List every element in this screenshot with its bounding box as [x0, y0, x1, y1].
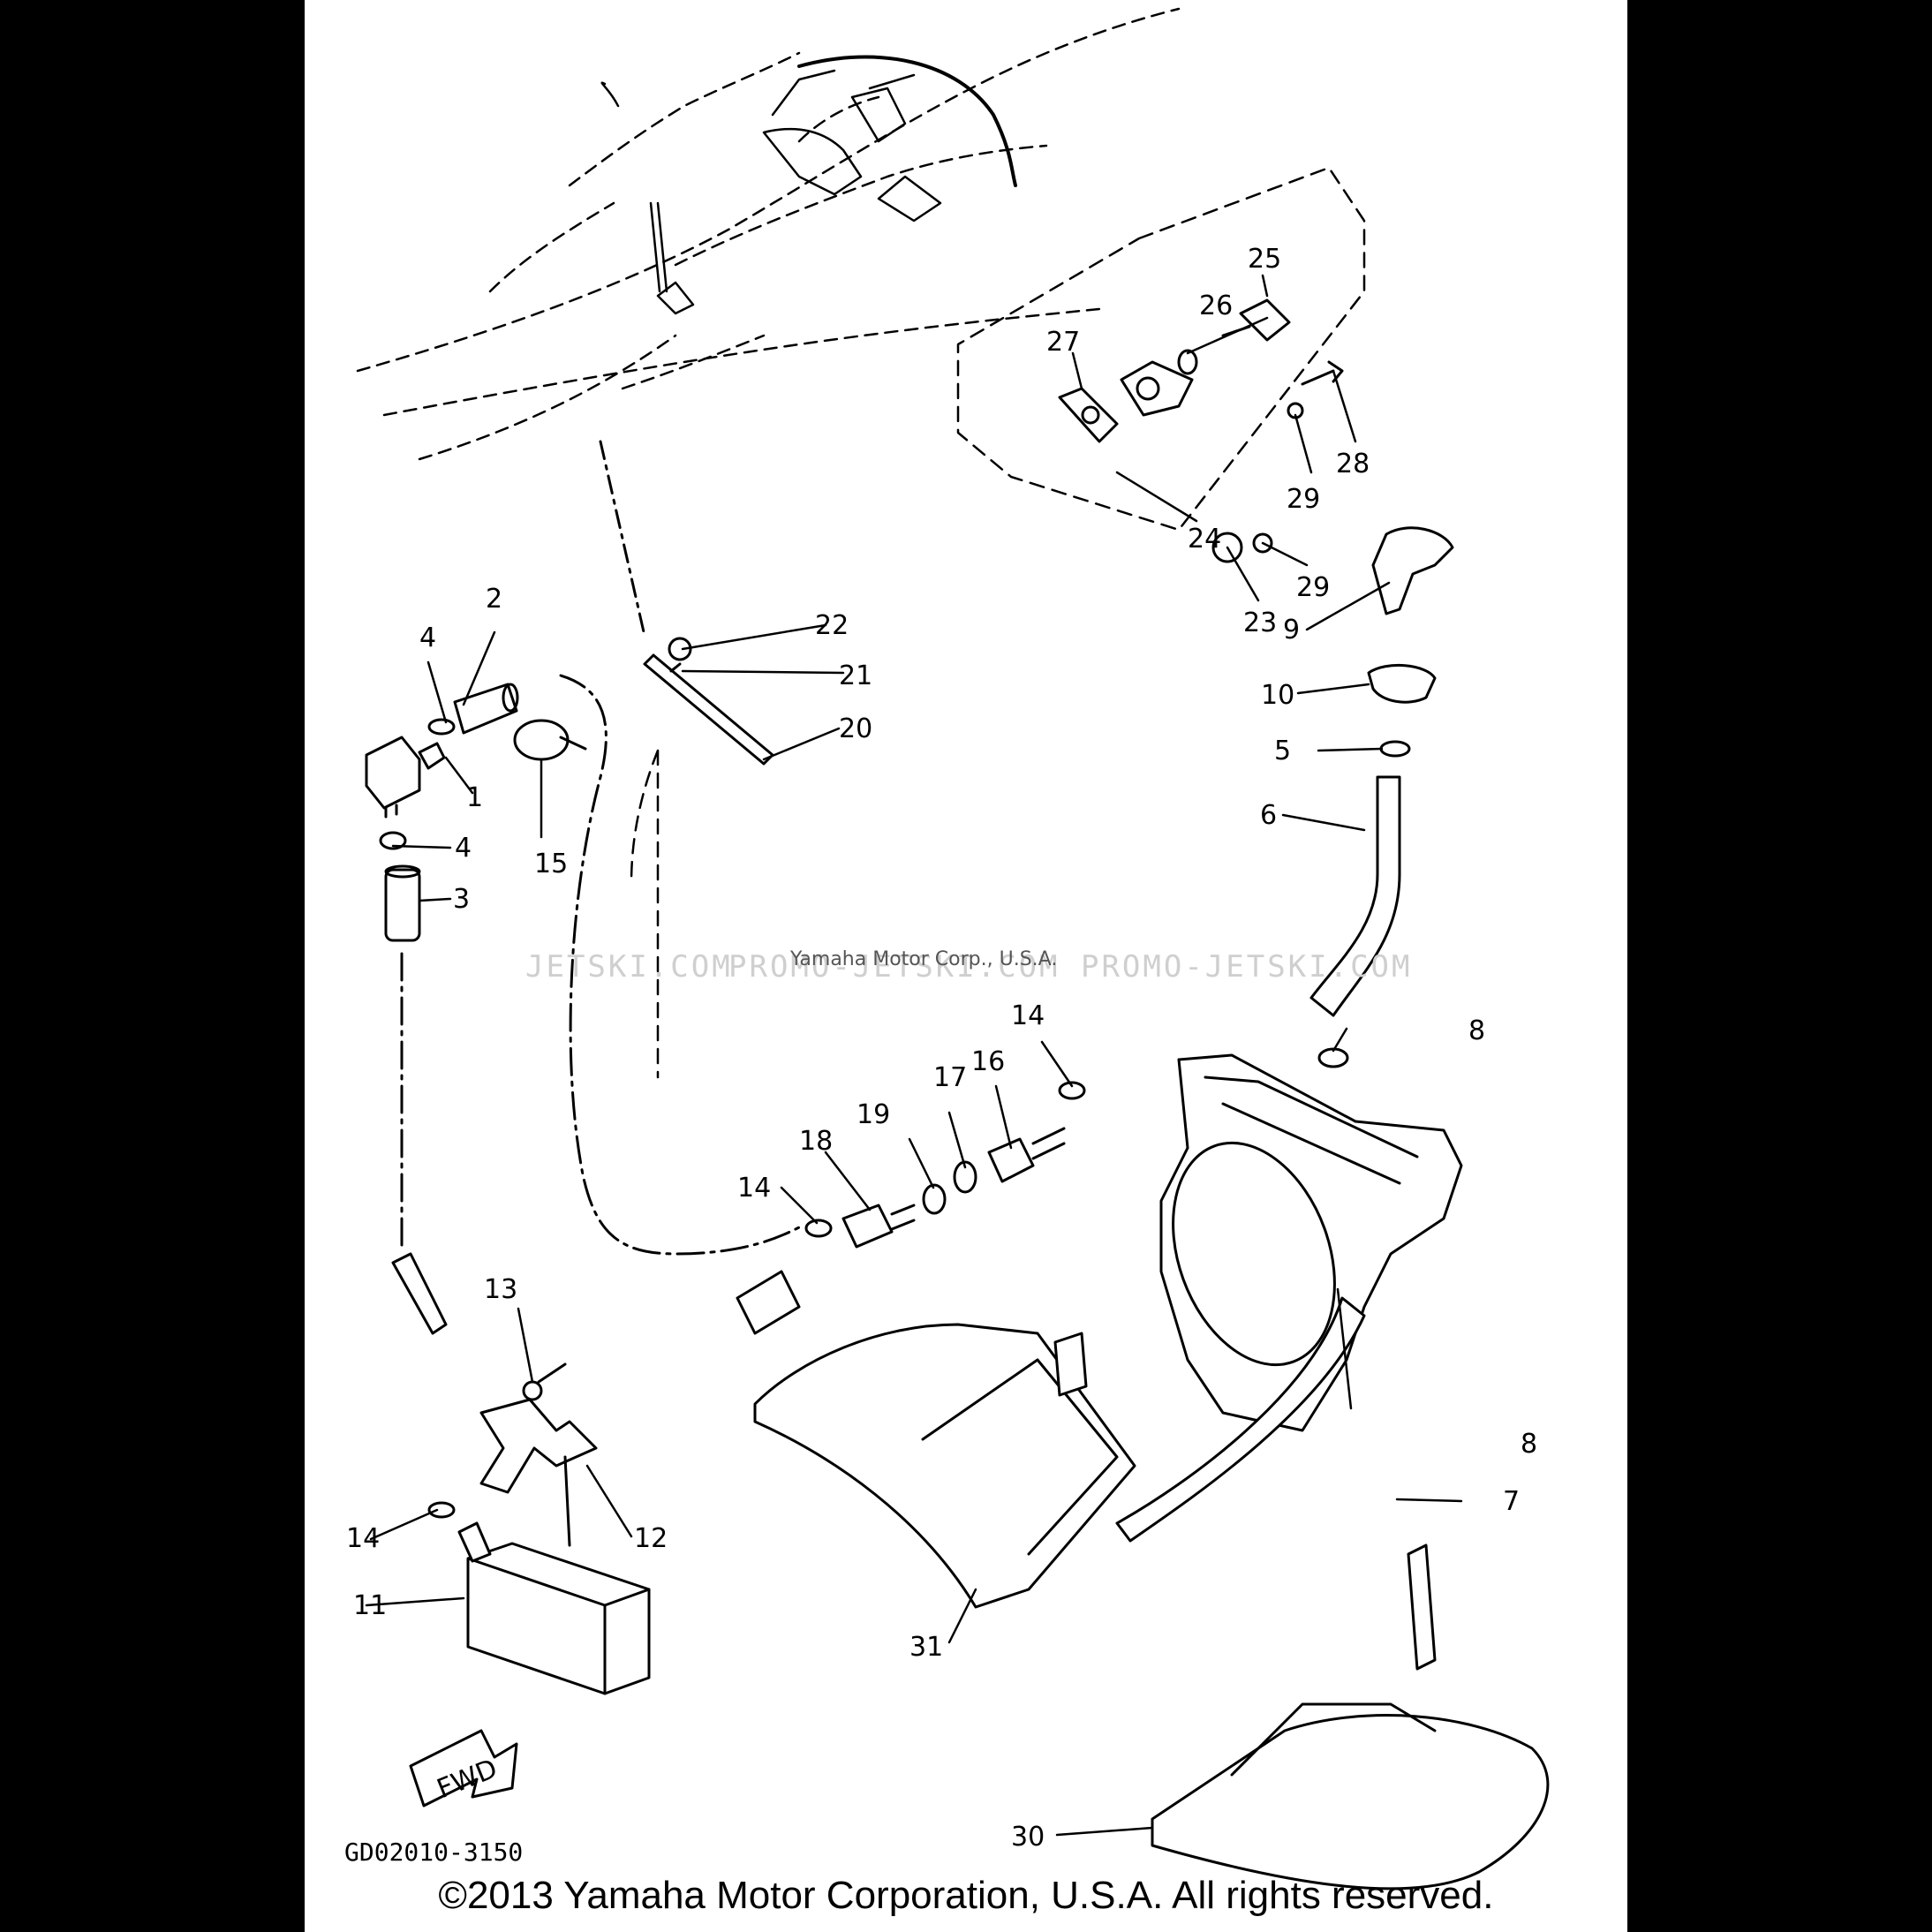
- callout-29b: 29: [1296, 572, 1330, 603]
- callout-27: 27: [1046, 327, 1080, 358]
- callout-14a: 14: [346, 1523, 380, 1554]
- part-plate-31: [753, 1323, 1136, 1609]
- callout-labels: 1 2 3 4 4 5 6 7 8 8 9 10 11 12 13 14 14 …: [344, 244, 1537, 1867]
- watermark-right: PROMO-JETSKI.COM PROMO-JETSKI.COM: [728, 949, 1413, 985]
- callout-12: 12: [634, 1523, 668, 1554]
- part-fitting-16: [987, 1127, 1066, 1183]
- part-hose-7: [1115, 1296, 1366, 1543]
- part-fitting-18: [841, 1204, 916, 1249]
- callout-14b: 14: [737, 1173, 771, 1204]
- callout-5: 5: [1274, 736, 1291, 766]
- callout-25: 25: [1248, 244, 1281, 275]
- callout-17: 17: [933, 1062, 967, 1093]
- rod-line: [599, 440, 646, 638]
- callout-8b: 8: [1521, 1429, 1537, 1460]
- callout-2: 2: [486, 584, 502, 615]
- hull-equipment: [600, 55, 1017, 315]
- part-clamp-4: [379, 718, 456, 850]
- hose-line-left: [400, 674, 801, 1256]
- callout-29a: 29: [1287, 484, 1320, 515]
- callout-20: 20: [839, 713, 872, 744]
- callout-4a: 4: [419, 623, 436, 653]
- part-elbow-1: [365, 736, 446, 819]
- part-plug-9: [1371, 526, 1454, 615]
- copyright-notice: ©2013 Yamaha Motor Corporation, U.S.A. A…: [438, 1874, 1494, 1917]
- figure-code: GD02010-3150: [344, 1838, 523, 1867]
- jet-pump-box: [630, 749, 660, 1079]
- callout-9: 9: [1283, 615, 1300, 645]
- callout-28: 28: [1336, 449, 1370, 479]
- part-bracket-12: [479, 1398, 598, 1547]
- callout-11: 11: [353, 1590, 387, 1621]
- callout-1: 1: [466, 782, 483, 813]
- part-filter-11: [457, 1521, 651, 1695]
- part-hose-2: [453, 683, 519, 735]
- part-oring-26: [1177, 349, 1198, 375]
- callout-19: 19: [857, 1099, 890, 1130]
- part-jet-pump-housing: [1159, 1053, 1463, 1432]
- part-hose-lower-left: [391, 1252, 448, 1335]
- part-bolt-13: [522, 1362, 567, 1401]
- callout-13: 13: [484, 1274, 517, 1305]
- part-washers-17-19: [922, 1160, 977, 1215]
- callout-3: 3: [453, 884, 470, 915]
- part-hose-center: [736, 1270, 801, 1335]
- part-bilge-24: [1058, 360, 1194, 443]
- callout-24: 24: [1188, 524, 1221, 555]
- parts-diagram-sheet: 1 2 3 4 4 5 6 7 8 8 9 10 11 12 13 14 14 …: [305, 0, 1627, 1932]
- hull-outline: [356, 7, 1181, 461]
- part-hose-3: [384, 864, 421, 942]
- callout-23: 23: [1243, 608, 1277, 638]
- callout-26: 26: [1199, 291, 1233, 321]
- callout-30: 30: [1011, 1822, 1045, 1853]
- part-clamp-15: [513, 719, 587, 761]
- callout-4b: 4: [455, 833, 472, 864]
- watermark-left: JETSKI.COM: [525, 949, 733, 985]
- callout-8a: 8: [1468, 1015, 1485, 1046]
- callout-10: 10: [1261, 680, 1294, 711]
- callout-21: 21: [839, 660, 872, 691]
- cable: [797, 55, 1017, 187]
- part-plate-30: [1151, 1543, 1550, 1890]
- bilge-assembly-box: [956, 166, 1366, 532]
- callout-14c: 14: [1011, 1000, 1045, 1031]
- leader-lines: [365, 274, 1463, 1837]
- callout-15: 15: [534, 849, 568, 879]
- part-nut-22: [668, 637, 692, 661]
- part-grommet-10: [1367, 663, 1437, 704]
- callout-31: 31: [909, 1632, 943, 1663]
- callout-18: 18: [799, 1126, 833, 1157]
- part-clamp-14: [427, 1081, 1086, 1519]
- callout-16: 16: [971, 1046, 1005, 1077]
- parts-diagram: 1 2 3 4 4 5 6 7 8 8 9 10 11 12 13 14 14 …: [344, 7, 1550, 1890]
- part-clamp-5: [1379, 740, 1411, 758]
- fwd-arrow: [409, 1729, 518, 1807]
- callout-22: 22: [815, 610, 849, 641]
- part-hose-6: [1309, 775, 1401, 1017]
- part-washers-29: [1252, 402, 1304, 554]
- callout-7: 7: [1503, 1486, 1520, 1517]
- callout-6: 6: [1260, 800, 1277, 831]
- watermark-small: Yamaha Motor Corp., U.S.A.: [789, 948, 1057, 970]
